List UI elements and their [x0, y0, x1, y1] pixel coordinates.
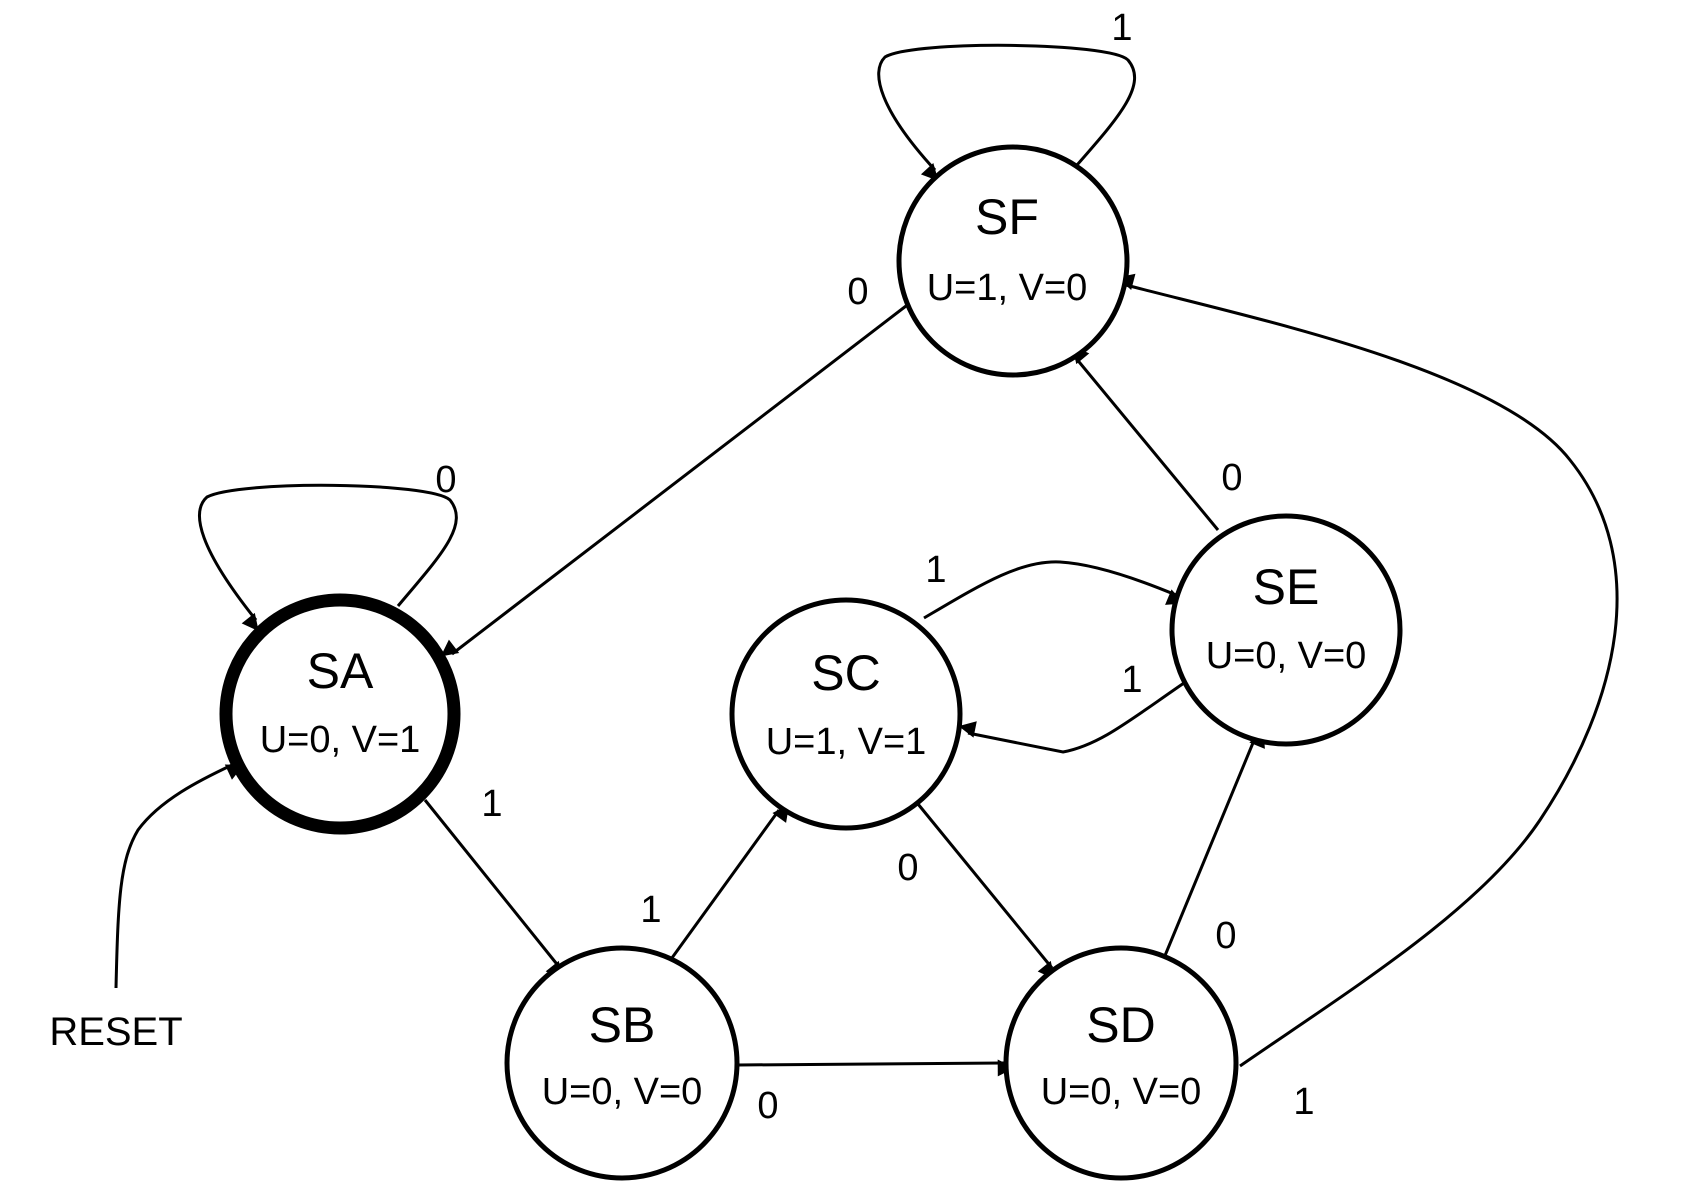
edge-sf-sf [877, 43, 1137, 182]
edge-sd-sf [1117, 273, 1619, 1068]
state-sa[interactable]: SA U=0, V=1 [219, 593, 461, 835]
state-sf-name: SF [975, 189, 1039, 245]
edge-label-sa-sb: 1 [481, 783, 502, 825]
edge-label-sf-sa: 0 [847, 271, 868, 313]
transitions: 0 1 1 0 0 1 1 0 0 1 1 0 [49, 7, 1619, 1127]
state-se-outputs: U=0, V=0 [1206, 635, 1367, 677]
edge-label-sc-sd: 0 [897, 847, 918, 889]
edge-label-sf-sf: 1 [1111, 7, 1132, 49]
state-se-name: SE [1253, 559, 1320, 615]
state-se-circle[interactable] [1169, 513, 1403, 747]
states: SA U=0, V=1 SB U=0, V=0 SC U=1, V=1 SD U… [219, 144, 1403, 1181]
state-sd-circle[interactable] [1003, 945, 1239, 1181]
edge-se-sf [1072, 345, 1220, 531]
edge-label-sd-sf: 1 [1293, 1081, 1314, 1123]
state-sa-name: SA [307, 643, 374, 699]
state-sb-outputs: U=0, V=0 [542, 1071, 703, 1113]
state-sa-outputs: U=0, V=1 [260, 719, 421, 761]
state-sc[interactable]: SC U=1, V=1 [729, 597, 963, 831]
state-se[interactable]: SE U=0, V=0 [1169, 513, 1403, 747]
edge-sd-se [1162, 730, 1265, 959]
state-sf-outputs: U=1, V=0 [927, 267, 1088, 309]
edge-sc-se [923, 560, 1184, 620]
state-sd-name: SD [1086, 997, 1155, 1053]
state-sc-name: SC [811, 645, 880, 701]
edge-sa-sa [198, 483, 458, 632]
edge-label-sc-se: 1 [925, 549, 946, 591]
edge-label-sd-se: 0 [1215, 915, 1236, 957]
edge-label-sa-sa: 0 [435, 459, 456, 501]
reset-arrow [114, 763, 244, 989]
state-sc-outputs: U=1, V=1 [766, 721, 927, 763]
edge-sb-sc [667, 804, 790, 963]
state-sc-circle[interactable] [729, 597, 963, 831]
edge-sb-sd [737, 1059, 1015, 1077]
state-sb-name: SB [589, 997, 656, 1053]
state-sd[interactable]: SD U=0, V=0 [1003, 945, 1239, 1181]
reset-label: RESET [49, 1010, 182, 1054]
edge-label-se-sc: 1 [1121, 659, 1142, 701]
state-sb-circle[interactable] [504, 945, 740, 1181]
state-sa-circle[interactable] [219, 593, 461, 835]
state-sf-circle[interactable] [896, 144, 1130, 378]
edge-sf-sa [440, 304, 907, 657]
state-sd-outputs: U=0, V=0 [1041, 1071, 1202, 1113]
edge-label-se-sf: 0 [1221, 457, 1242, 499]
state-sb[interactable]: SB U=0, V=0 [504, 945, 740, 1181]
edge-se-sc [958, 681, 1185, 754]
edge-label-sb-sd: 0 [757, 1085, 778, 1127]
edge-label-sb-sc: 1 [640, 889, 661, 931]
edge-sa-sb [423, 799, 563, 980]
edge-sc-sd [916, 803, 1055, 980]
state-sf[interactable]: SF U=1, V=0 [896, 144, 1130, 378]
